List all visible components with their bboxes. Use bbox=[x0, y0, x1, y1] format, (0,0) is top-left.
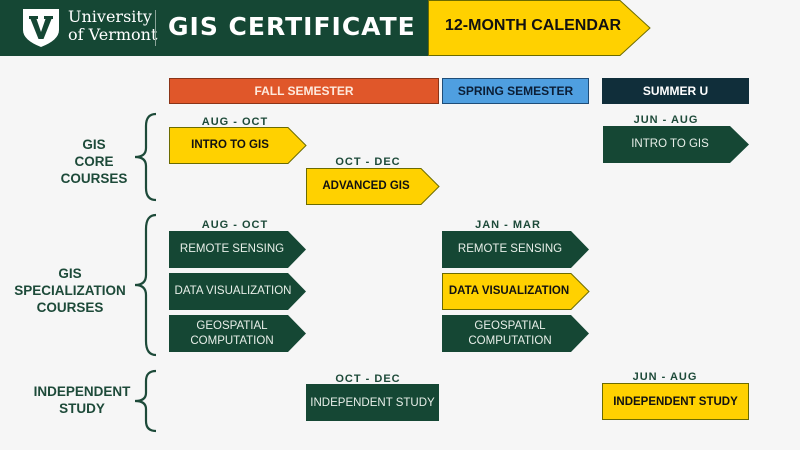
university-name: University of Vermont bbox=[68, 7, 158, 44]
course-remote-sensing-fall[interactable]: REMOTE SENSING bbox=[169, 231, 307, 268]
category-core-courses: GIS CORE COURSES bbox=[60, 137, 128, 186]
header-background bbox=[0, 0, 430, 56]
uvm-shield-logo-icon bbox=[22, 8, 60, 48]
date-independent-summer: JUN - AUG bbox=[632, 371, 698, 383]
course-independent-study-fall[interactable]: INDEPENDENT STUDY bbox=[306, 384, 439, 421]
calendar-label: 12-MONTH CALENDAR bbox=[445, 17, 621, 34]
calendar-banner: 12-MONTH CALENDAR bbox=[428, 0, 652, 56]
course-advanced-gis-fall[interactable]: ADVANCED GIS bbox=[306, 168, 440, 205]
date-specialization-spring: JAN - MAR bbox=[475, 219, 541, 231]
brace-core-icon bbox=[134, 112, 157, 202]
date-core-fall-intro: AUG - OCT bbox=[201, 116, 269, 128]
date-core-fall-advanced: OCT - DEC bbox=[335, 156, 401, 168]
date-core-summer-intro: JUN - AUG bbox=[633, 114, 699, 126]
course-geospatial-computation-fall[interactable]: GEOSPATIAL COMPUTATION bbox=[169, 315, 307, 352]
spring-semester-header: SPRING SEMESTER bbox=[442, 78, 589, 104]
fall-semester-header: FALL SEMESTER bbox=[169, 78, 439, 104]
course-independent-study-summer[interactable]: INDEPENDENT STUDY bbox=[602, 383, 749, 420]
date-independent-fall: OCT - DEC bbox=[335, 373, 401, 385]
header-divider bbox=[155, 10, 156, 46]
course-data-visualization-spring[interactable]: DATA VISUALIZATION bbox=[442, 273, 590, 310]
header: University of Vermont GIS CERTIFICATE 12… bbox=[0, 0, 800, 56]
page-title: GIS CERTIFICATE bbox=[168, 12, 416, 41]
category-specialization-courses: GIS SPECIALIZATION COURSES bbox=[14, 266, 126, 315]
summer-u-header: SUMMER U bbox=[602, 78, 749, 104]
category-independent-study: INDEPENDENT STUDY bbox=[33, 384, 131, 416]
course-intro-to-gis-fall[interactable]: INTRO TO GIS bbox=[169, 127, 307, 164]
course-data-visualization-fall[interactable]: DATA VISUALIZATION bbox=[169, 273, 307, 310]
date-specialization-fall: AUG - OCT bbox=[201, 219, 269, 231]
brace-independent-icon bbox=[134, 369, 157, 433]
course-remote-sensing-spring[interactable]: REMOTE SENSING bbox=[442, 231, 590, 268]
course-geospatial-computation-spring[interactable]: GEOSPATIAL COMPUTATION bbox=[442, 315, 590, 352]
course-intro-to-gis-summer[interactable]: INTRO TO GIS bbox=[603, 126, 750, 163]
brace-specialization-icon bbox=[134, 213, 157, 357]
